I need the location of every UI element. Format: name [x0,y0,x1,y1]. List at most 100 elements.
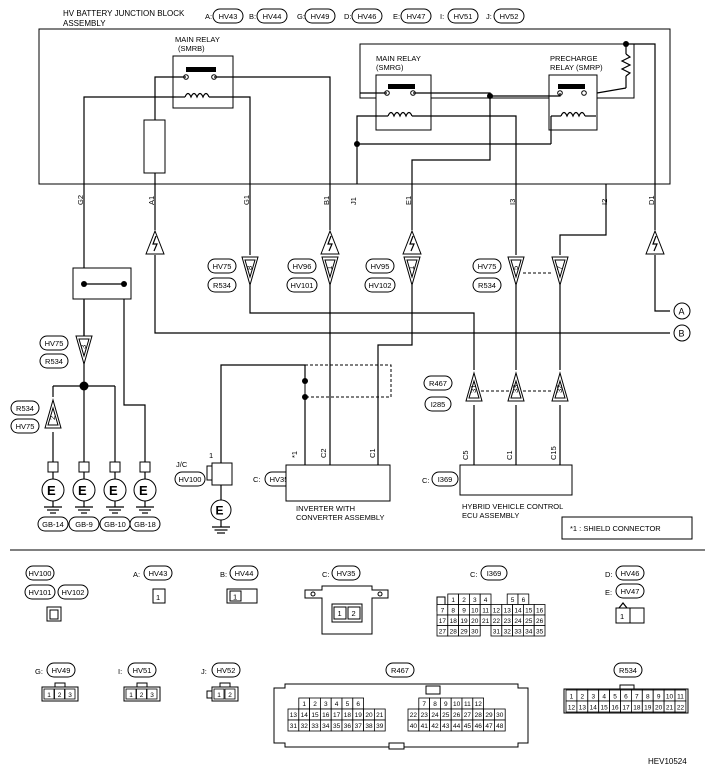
label-r534-a: R534 [39,353,69,369]
svg-text:C:: C: [253,475,261,484]
label-hv75-a: HV75 [39,335,69,351]
plug-i2: 7 [551,256,569,287]
inverter-name-line2: CONVERTER ASSEMBLY [296,513,385,522]
junction-connector-hv100: J/C 1 E [176,451,233,534]
svg-text:HV35: HV35 [337,569,356,578]
legend-hv100: HV100 [25,565,55,581]
hv-bolt-3 [645,229,665,255]
svg-text:A:: A: [205,12,212,21]
svg-text:7: 7 [635,694,639,701]
svg-text:C2: C2 [319,448,328,458]
pin-label-b1: B1 [322,196,331,205]
svg-text:14: 14 [301,712,309,719]
svg-text:32: 32 [555,385,564,393]
svg-text:HV47: HV47 [621,587,640,596]
svg-text:A: A [679,307,685,317]
label-r467: R467 [423,375,453,391]
svg-text:26: 26 [536,618,544,625]
svg-text:31: 31 [290,723,298,730]
legend-e-code: HV47 [615,583,645,599]
label-r534-d: R534 [10,400,40,416]
svg-text:21: 21 [482,618,490,625]
svg-text:9: 9 [444,701,448,708]
svg-text:34: 34 [322,723,330,730]
svg-text:3: 3 [150,692,154,699]
svg-text:5: 5 [346,701,350,708]
legend-j-code: HV52 [211,662,241,678]
svg-text:HV75: HV75 [45,339,64,348]
plug-b1: 1 [321,256,339,287]
label-i285: I285 [424,396,452,412]
svg-text:5: 5 [613,694,617,701]
jb-title-line2: ASSEMBLY [63,19,106,28]
plug-r467-33: 33 [507,371,525,402]
svg-text:B: B [679,329,685,339]
legend-b-prefix: B: [220,570,227,579]
ecu-name-line2: ECU ASSEMBLY [462,511,519,520]
pin-label-i2: I2 [600,199,609,205]
svg-text:18: 18 [344,712,352,719]
svg-text:7: 7 [441,608,445,615]
svg-text:GB-10: GB-10 [104,520,126,529]
svg-text:I:: I: [440,12,444,21]
legend-c-code: HV35 [331,565,361,581]
svg-text:35: 35 [536,629,544,636]
svg-text:27: 27 [439,629,447,636]
svg-text:40: 40 [410,723,418,730]
junction-block-header: HV BATTERY JUNCTION BLOCK ASSEMBLY A:HV4… [63,8,525,28]
pin-label-d1: D1 [647,195,656,205]
svg-text:2: 2 [228,692,232,699]
svg-text:17: 17 [333,712,341,719]
svg-text:HV46: HV46 [621,569,640,578]
plug-r467-31: 31 [465,371,483,402]
svg-text:34: 34 [525,629,533,636]
svg-text:R534: R534 [478,281,496,290]
svg-text:1: 1 [451,597,455,604]
svg-text:8: 8 [646,694,650,701]
svg-text:HV43: HV43 [149,569,168,578]
legend-j-prefix: J: [201,667,207,676]
ground-gb-18: E GB-18 [129,461,161,532]
svg-text:I369: I369 [438,475,453,484]
svg-text:1: 1 [570,694,574,701]
svg-text:1: 1 [129,692,133,699]
svg-text:22: 22 [493,618,501,625]
svg-text:47: 47 [485,723,493,730]
svg-text:C5: C5 [461,450,470,460]
svg-text:HV96: HV96 [293,262,312,271]
legend-d-code: HV46 [615,565,645,581]
legend-g-prefix: G: [35,667,43,676]
svg-text:HV75: HV75 [213,262,232,271]
svg-text:*1 : SHIELD CONNECTOR: *1 : SHIELD CONNECTOR [570,524,661,533]
svg-text:2: 2 [352,609,356,618]
svg-text:10: 10 [471,608,479,615]
svg-text:E: E [139,483,148,498]
svg-text:6: 6 [522,597,526,604]
header-connector-hv47: E:HV47 [393,8,432,24]
svg-text:1: 1 [407,266,416,270]
legend-a-code: HV43 [143,565,173,581]
svg-text:37: 37 [355,723,363,730]
svg-text:10: 10 [666,694,674,701]
svg-text:HV46: HV46 [358,12,377,21]
hv-bolt-0 [145,229,165,255]
svg-text:HV51: HV51 [454,12,473,21]
svg-text:16: 16 [536,608,544,615]
smrp-label-line2: RELAY (SMRP) [550,63,603,72]
svg-text:15: 15 [601,705,609,712]
svg-text:4: 4 [602,694,606,701]
plug-lower-ground: 2 [44,398,62,429]
svg-text:32: 32 [504,629,512,636]
svg-text:GB-18: GB-18 [134,520,156,529]
svg-text:I369: I369 [487,569,502,578]
svg-text:G:: G: [297,12,305,21]
legend-hv101: HV101 [24,584,56,600]
svg-text:19: 19 [460,618,468,625]
svg-text:45: 45 [464,723,472,730]
svg-text:E: E [78,483,87,498]
